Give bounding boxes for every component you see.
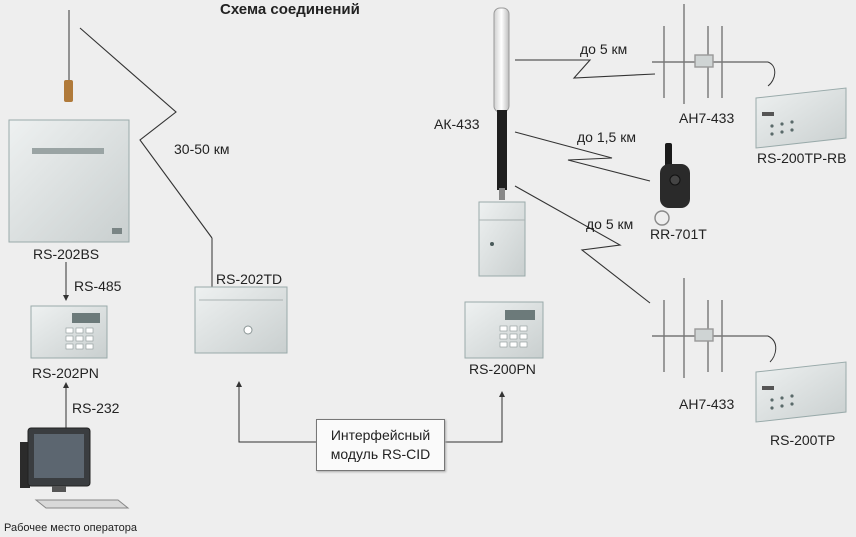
link-rs202bs-rs202td (79, 27, 213, 239)
interface-module-box: Интерфейсный модуль RS-CID (316, 419, 445, 471)
label-ah7433-bottom: АН7-433 (679, 396, 735, 412)
diagram-title: Схема соединений (220, 1, 360, 18)
computer-device (20, 427, 130, 509)
rr701t-device (654, 143, 690, 226)
label-rr701t: RR-701T (650, 226, 707, 242)
label-range-30-50: 30-50 км (174, 141, 230, 157)
link-ak433-ah7-top (515, 59, 656, 79)
label-rs202pn: RS-202PN (32, 365, 99, 381)
rs202bs-device (8, 10, 130, 243)
rs200tp-device (755, 361, 847, 423)
label-range-5-bottom: до 5 км (586, 216, 634, 232)
rs202td-device (194, 238, 288, 354)
rs200pn-device (464, 301, 544, 359)
label-rs202bs: RS-202BS (33, 246, 100, 262)
link-ak433-rr701t (514, 131, 651, 182)
module-line-1: Интерфейсный (330, 427, 431, 443)
label-rs200tp: RS-200TP (770, 432, 836, 448)
module-to-rs200pn (443, 391, 505, 443)
label-rs202td: RS-202TD (216, 271, 283, 287)
rs200-receiver (478, 201, 526, 277)
module-to-rs202td (236, 381, 316, 443)
ak433-antenna (493, 7, 510, 200)
label-range-1-5: до 1,5 км (577, 129, 636, 145)
label-rs200pn: RS-200PN (469, 361, 536, 377)
ah7433-top-cable (767, 61, 776, 87)
label-ah7433-top: АН7-433 (679, 110, 735, 126)
rs200tprb-device (755, 87, 847, 149)
rs202pn-device (30, 305, 108, 359)
link-ak433-ah7-bottom (514, 185, 651, 304)
label-rs200tprb: RS-200TP-RB (757, 150, 847, 166)
label-ak433: АК-433 (434, 116, 480, 132)
ah7433-bottom-antenna (652, 278, 768, 378)
module-line-2: модуль RS-CID (330, 446, 431, 462)
ah7433-top-antenna (652, 4, 768, 104)
label-rs232: RS-232 (72, 400, 120, 416)
label-rs485: RS-485 (74, 278, 122, 294)
wired-links (63, 262, 505, 443)
wireless-links (79, 27, 656, 304)
label-operator: Рабочее место оператора (4, 522, 138, 534)
ah7433-bottom-cable (767, 335, 777, 363)
label-range-5-top: до 5 км (580, 41, 628, 57)
